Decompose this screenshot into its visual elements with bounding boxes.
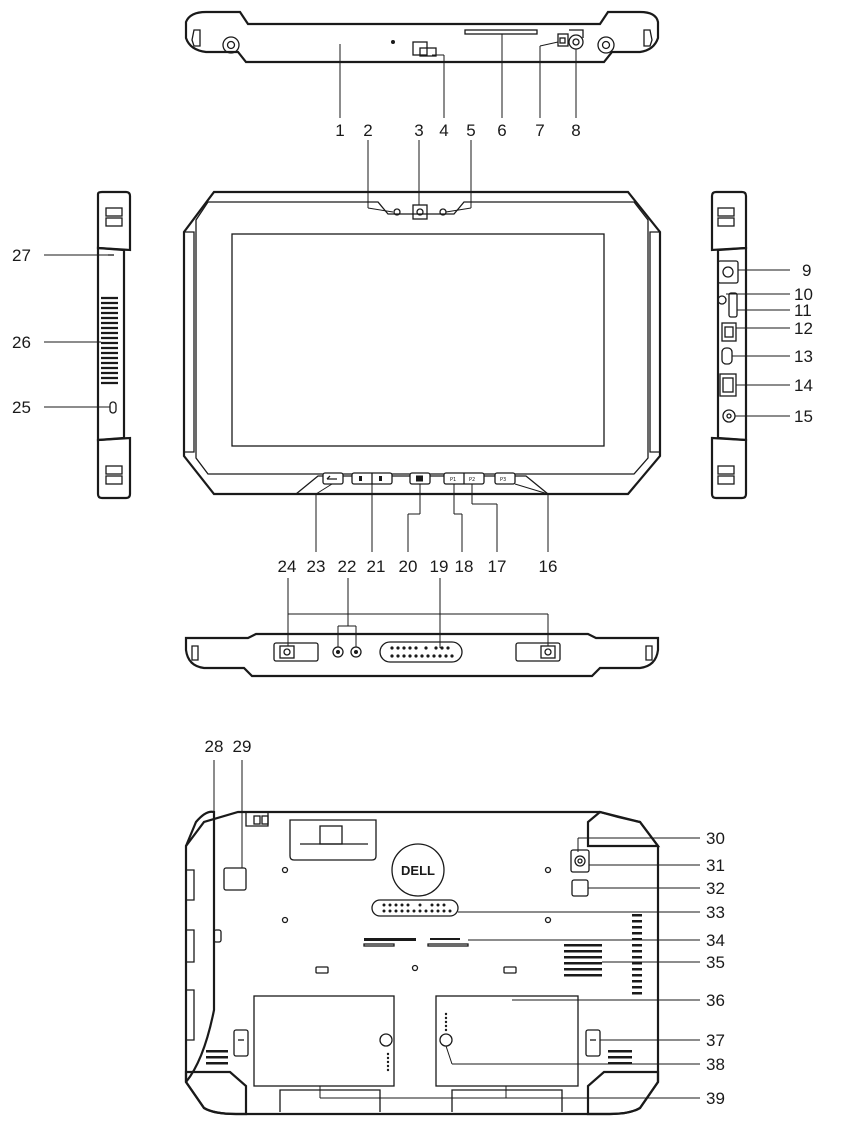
callout-24: 24 (278, 557, 297, 576)
left-edge-view (96, 190, 132, 500)
callout-5: 5 (466, 121, 475, 140)
corner-vents (206, 1050, 632, 1065)
edge-vent-right (632, 914, 642, 995)
leader-lines (44, 34, 790, 1099)
callout-10: 10 (794, 285, 813, 304)
battery-left (253, 995, 395, 1087)
callout-9: 9 (802, 261, 811, 280)
callout-21: 21 (367, 557, 386, 576)
brand-logo-badge (391, 843, 445, 897)
callout-37: 37 (706, 1031, 725, 1050)
callout-33: 33 (706, 903, 725, 922)
callout-39: 39 (706, 1089, 725, 1108)
callout-28: 28 (205, 737, 224, 756)
top-edge-view (184, 10, 660, 64)
callout-12: 12 (794, 319, 813, 338)
callout-25: 25 (12, 398, 31, 417)
front-view: P1 P2 P3 (182, 190, 662, 496)
left-vent (101, 296, 118, 385)
callout-27: 27 (12, 246, 31, 265)
right-edge-view (710, 190, 748, 500)
callout-14: 14 (794, 376, 813, 395)
service-label (363, 938, 469, 947)
callout-11: 11 (794, 301, 812, 320)
p3-key-label: P3 (500, 477, 506, 483)
display-screen (231, 233, 605, 447)
callout-4: 4 (439, 121, 448, 140)
callout-16: 16 (539, 557, 558, 576)
callout-31: 31 (706, 856, 725, 875)
callout-8: 8 (571, 121, 580, 140)
battery-right (435, 995, 579, 1087)
bottom-edge-view (184, 632, 660, 678)
callout-38: 38 (706, 1055, 725, 1074)
callout-23: 23 (307, 557, 326, 576)
p1-key-label: P1 (450, 477, 456, 483)
callout-26: 26 (12, 333, 31, 352)
brand-logo-text: DELL (401, 863, 435, 878)
callout-13: 13 (794, 347, 813, 366)
callout-17: 17 (488, 557, 507, 576)
callout-20: 20 (399, 557, 418, 576)
callout-2: 2 (363, 121, 372, 140)
callout-19: 19 (430, 557, 449, 576)
callout-numbers: 1 2 3 4 5 6 7 8 9 10 11 12 13 14 15 16 1… (12, 121, 813, 1108)
back-view: DELL (184, 810, 661, 1116)
callout-15: 15 (794, 407, 813, 426)
callout-30: 30 (706, 829, 725, 848)
p2-key-label: P2 (469, 477, 475, 483)
callout-6: 6 (497, 121, 506, 140)
callout-32: 32 (706, 879, 725, 898)
callout-1: 1 (335, 121, 344, 140)
callout-35: 35 (706, 953, 725, 972)
callout-22: 22 (338, 557, 357, 576)
callout-18: 18 (455, 557, 474, 576)
back-vent (564, 944, 602, 977)
callout-7: 7 (535, 121, 544, 140)
callout-3: 3 (414, 121, 423, 140)
callout-34: 34 (706, 931, 725, 950)
docking-connector (379, 641, 463, 663)
callout-29: 29 (233, 737, 252, 756)
callout-36: 36 (706, 991, 725, 1010)
